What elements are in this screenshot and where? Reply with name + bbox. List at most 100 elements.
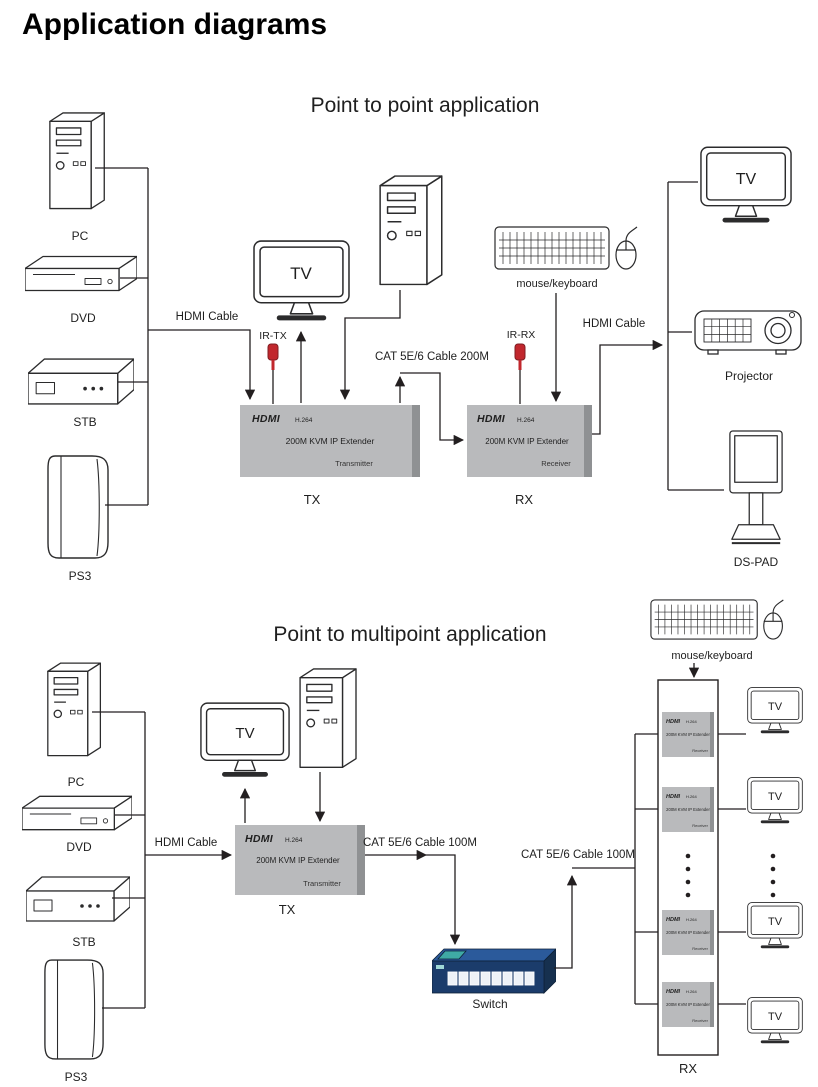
pc-tower-icon [49,112,105,210]
stb-label: STB [73,415,96,429]
hdmi-logo: HDMI [666,719,681,725]
tv-sink-label: TV [768,916,783,928]
hdmi-cable-path [592,339,664,435]
rx-extender-unit: HDMI H.264 200M KVM IP Extender Receiver [467,405,592,477]
ellipsis-dots [685,853,691,898]
rx-unit-edge [710,787,714,832]
rx-unit-box [662,982,714,1027]
rx-unit-edge [710,910,714,955]
ds-pad-kiosk-icon [728,430,784,545]
tv-local-label: TV [235,725,254,742]
ps3-console-icon [47,455,109,559]
hdmi-logo: HDMI [477,413,506,425]
ds-pad-label: DS-PAD [734,555,779,569]
tv-local-label: TV [290,264,312,283]
codec-label: H.264 [285,837,303,844]
keyboard-mouse-icon [650,599,784,640]
computer-tower-icon [299,668,357,768]
mouse-keyboard-label: mouse/keyboard [671,650,752,662]
model-label: 200M KVM IP Extender [485,437,569,446]
role-label: Receiver [692,748,708,753]
rx-extender-unit: HDMI H.264 200M KVM IP Extender Receiver [662,910,714,955]
model-label: 200M KVM IP Extender [286,436,375,446]
mouse-keyboard-label: mouse/keyboard [516,278,597,290]
codec-label: H.264 [686,719,697,724]
role-label: Transmitter [335,459,373,468]
tx-tag: TX [279,902,296,917]
ps3-console-icon [44,959,104,1060]
hdmi-cable-right-label: HDMI Cable [583,318,646,330]
tv-sink-label: TV [768,701,783,713]
rx-unit-box [662,712,714,757]
model-label: 200M KVM IP Extender [666,1002,710,1007]
codec-label: H.264 [686,794,697,799]
tv-sink-label: TV [736,171,757,188]
rx-extender-unit: HDMI H.264 200M KVM IP Extender Receiver [662,787,714,832]
codec-label: H.264 [517,417,535,424]
tx-box-edge [357,825,365,895]
role-label: Receiver [692,1018,708,1023]
cat-cable-path [426,854,461,946]
tx-extender-unit: HDMI H.264 200M KVM IP Extender Transmit… [235,825,365,895]
tv-sink-label: TV [768,791,783,803]
diagram2-title: Point to multipoint application [273,623,546,646]
model-label: 200M KVM IP Extender [666,732,710,737]
tx-tag: TX [304,492,321,507]
dvd-player-icon [25,255,137,292]
tx-box [235,825,365,895]
hdmi-logo: HDMI [245,833,274,845]
cat-cable-left-label: CAT 5E/6 Cable 100M [363,837,477,849]
page-title: Application diagrams [22,8,328,41]
model-label: 200M KVM IP Extender [666,807,710,812]
computer-tower-icon [379,175,443,286]
cat-cable-label: CAT 5E/6 Cable 200M [375,351,489,363]
diagram-point-to-multipoint: Point to multipoint application mouse/ke… [22,599,803,1084]
tv-sink-label: TV [768,1011,783,1023]
ir-rx-label: IR-RX [507,329,536,341]
rx-unit-box [662,787,714,832]
pc-in-arrow [339,290,401,401]
dvd-player-icon [22,795,132,831]
hdmi-logo: HDMI [666,917,681,923]
hdmi-logo: HDMI [666,989,681,995]
cat-cable-path [554,874,578,969]
pc-label: PC [68,775,85,789]
role-label: Receiver [692,823,708,828]
rx-box [467,405,592,477]
rx-rack: HDMI H.264 200M KVM IP Extender Receiver… [657,679,719,1056]
tx-extender-unit: HDMI H.264 200M KVM IP Extender Transmit… [240,405,420,477]
codec-label: H.264 [295,417,313,424]
hdmi-cable-left-label: HDMI Cable [176,311,239,323]
ellipsis-dots [770,853,776,898]
codec-label: H.264 [686,917,697,922]
rx-unit-edge [710,982,714,1027]
cat-cable-right-label: CAT 5E/6 Cable 100M [521,849,635,861]
diagram-point-to-point: Point to point application PC DVD STB PS… [25,94,802,583]
ps3-label: PS3 [69,569,92,583]
ir-tx-label: IR-TX [259,330,286,342]
rx-unit-edge [710,712,714,757]
rx-extender-unit: HDMI H.264 200M KVM IP Extender Receiver [662,982,714,1027]
dvd-label: DVD [70,311,96,325]
dvd-label: DVD [66,840,92,854]
hdmi-cable-label: HDMI Cable [155,837,218,849]
rx-rack-tag: RX [679,1061,697,1076]
stb-label: STB [72,935,95,949]
diagram1-title: Point to point application [311,94,540,117]
role-label: Receiver [692,946,708,951]
rx-extender-unit: HDMI H.264 200M KVM IP Extender Receiver [662,712,714,757]
switch-label: Switch [472,997,507,1011]
hdmi-logo: HDMI [252,413,281,425]
stb-icon [26,876,130,922]
model-label: 200M KVM IP Extender [256,856,340,865]
ps3-label: PS3 [65,1070,88,1084]
hdmi-logo: HDMI [666,794,681,800]
network-switch-icon [432,948,556,994]
rx-tag: RX [515,492,533,507]
tx-box [240,405,420,477]
tx-box-edge [412,405,420,477]
role-label: Receiver [541,459,571,468]
rx-unit-box [662,910,714,955]
